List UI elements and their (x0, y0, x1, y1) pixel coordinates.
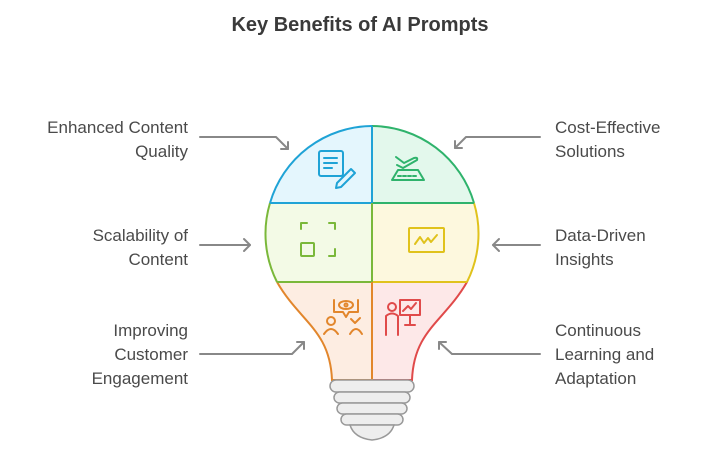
bulb-base (329, 379, 415, 441)
segment-data-driven (372, 203, 479, 282)
arrow-scalability (199, 238, 251, 252)
segment-scalability (265, 203, 372, 282)
people-eye-icon (323, 299, 363, 335)
chart-line-icon (408, 227, 445, 253)
arrow-engagement (199, 341, 305, 355)
arrow-data-driven (492, 238, 541, 252)
arrow-cost-effective (454, 136, 541, 149)
segment-cost-effective (372, 126, 479, 203)
arrow-enhanced-quality (199, 136, 289, 150)
segment-enhanced-quality (265, 126, 372, 203)
plane-runway-icon (391, 156, 425, 181)
presenter-icon (385, 299, 421, 336)
arrow-learning (438, 341, 541, 355)
document-pencil-icon (318, 150, 356, 189)
scale-frame-icon (300, 222, 336, 257)
page-title: Key Benefits of AI Prompts (231, 14, 489, 36)
